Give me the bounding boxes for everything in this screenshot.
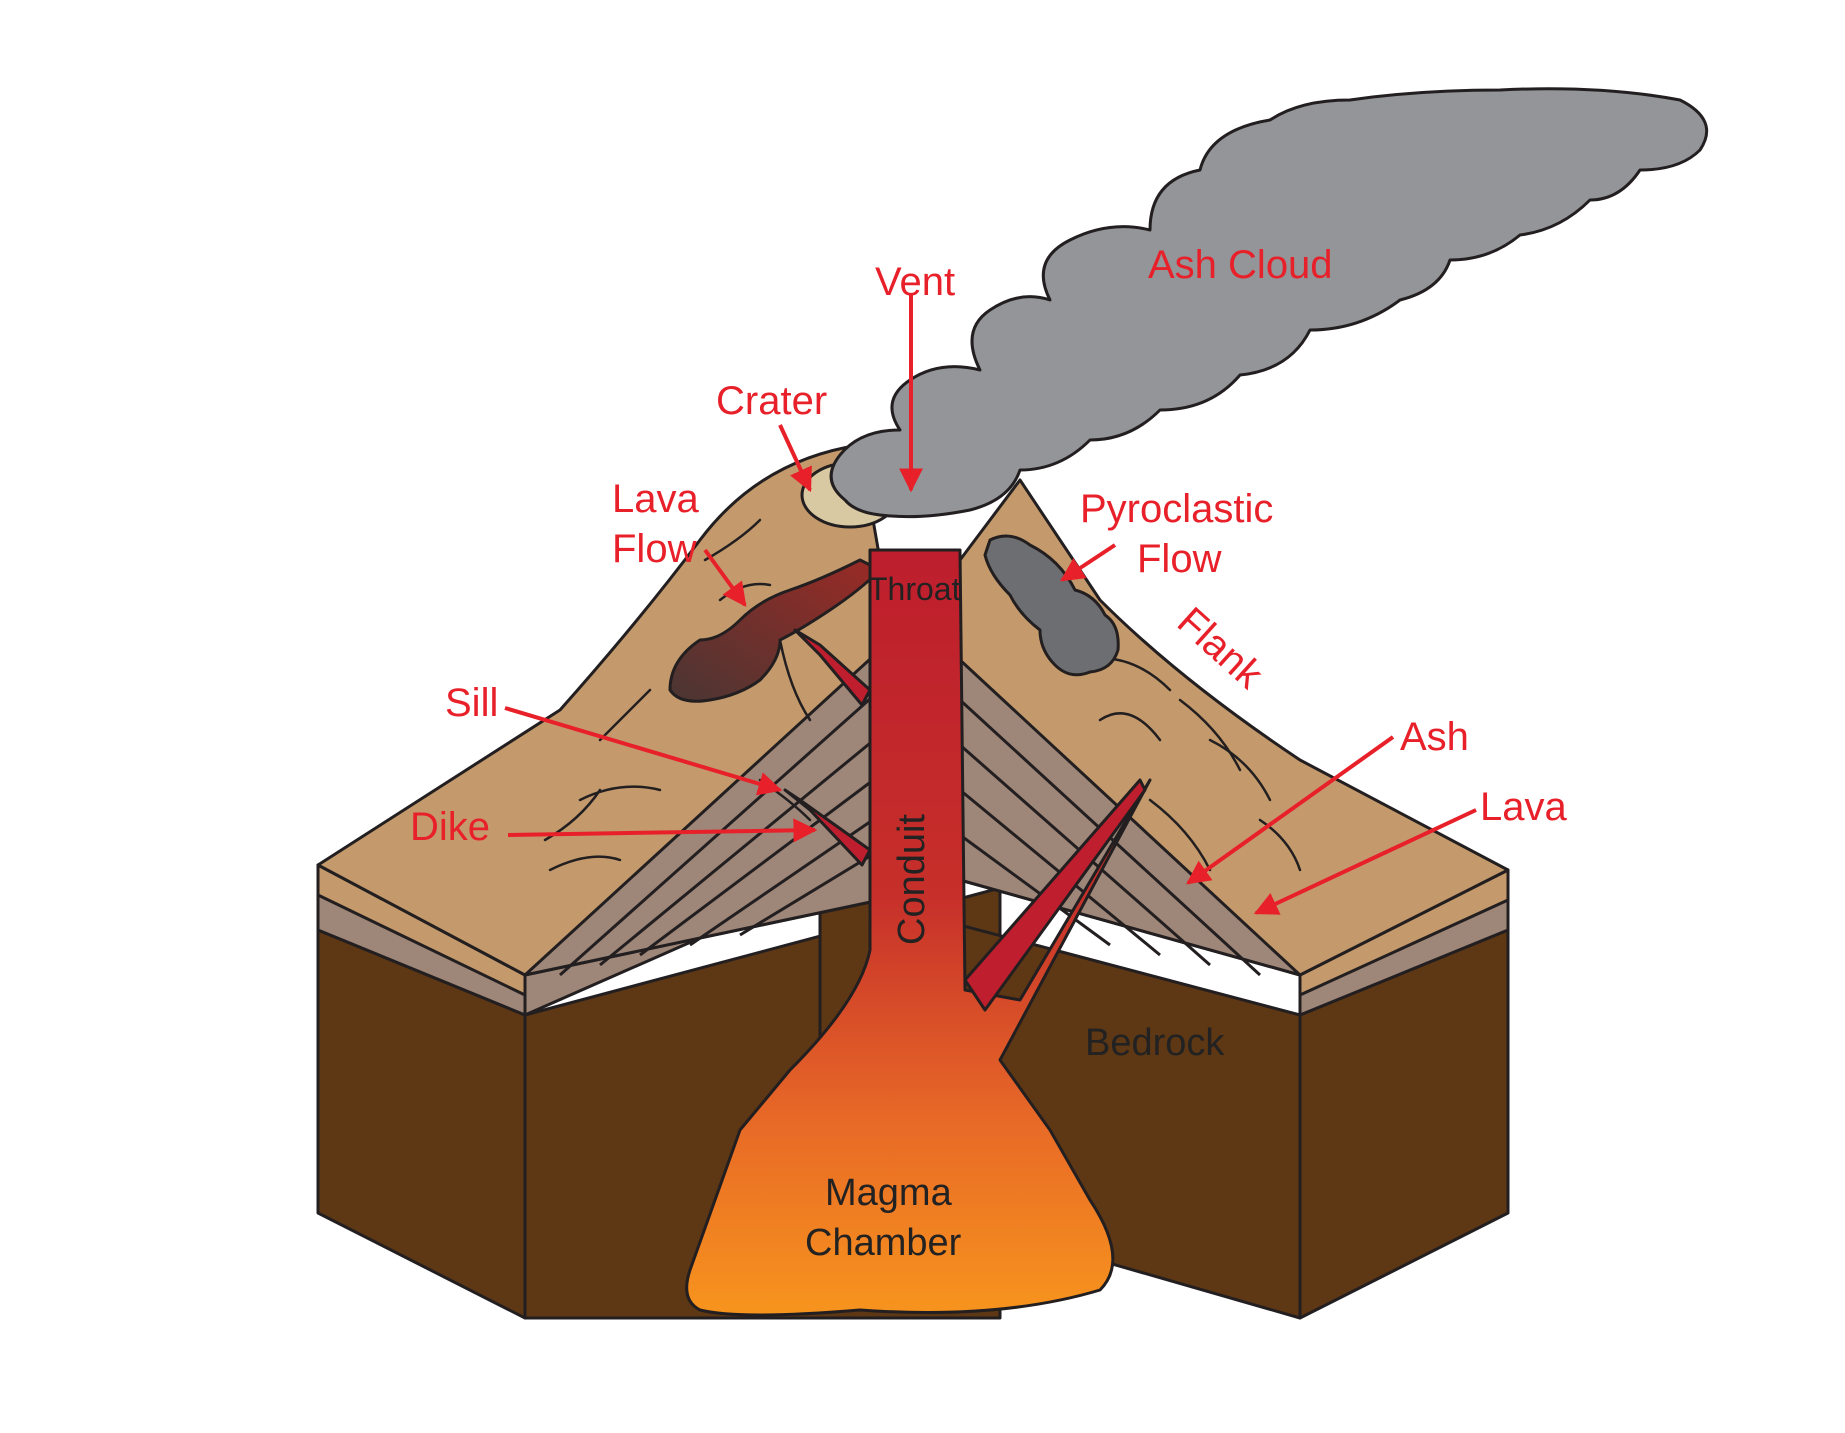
label-bedrock: Bedrock (1085, 1022, 1225, 1064)
pyroclastic-flow (983, 534, 1120, 677)
label-magma-line2: Chamber (805, 1222, 962, 1264)
label-throat: Throat (868, 571, 961, 607)
label-pyroclastic-line1: Pyroclastic (1080, 487, 1273, 531)
label-crater: Crater (716, 379, 827, 423)
label-magma-line1: Magma (825, 1172, 953, 1214)
volcano-cone (316, 443, 1510, 977)
label-lava-flow-line1: Lava (612, 477, 699, 521)
label-lava: Lava (1480, 785, 1567, 829)
label-ash: Ash (1400, 715, 1469, 759)
right-strata (1298, 868, 1510, 1017)
lava-flow (668, 558, 882, 703)
label-lava-flow-line2: Flow (612, 527, 697, 571)
label-pyroclastic-line2: Flow (1137, 537, 1222, 581)
label-arrows (504, 295, 1477, 915)
label-vent: Vent (875, 260, 955, 304)
label-sill: Sill (445, 681, 498, 725)
label-ash-cloud: Ash Cloud (1148, 243, 1333, 287)
label-dike: Dike (410, 805, 490, 849)
ash-cloud (829, 87, 1709, 519)
magma-system (685, 548, 1152, 1317)
flank-surface-lines (543, 518, 1302, 872)
label-conduit: Conduit (891, 814, 933, 945)
